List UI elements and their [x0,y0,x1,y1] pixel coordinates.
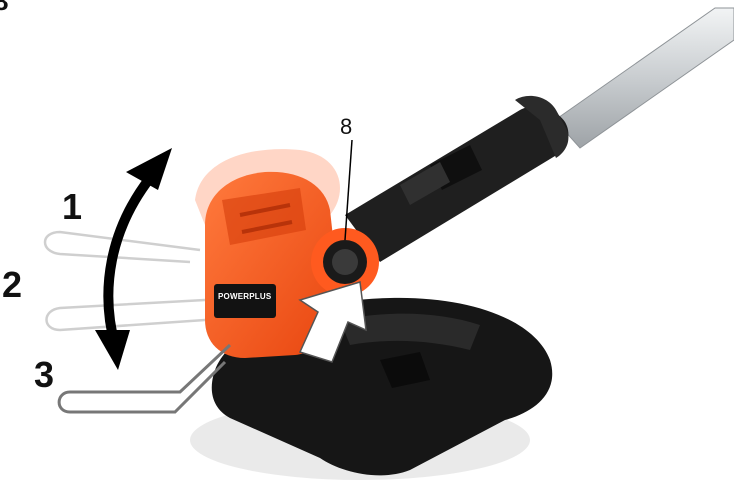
brand-badge [214,284,276,318]
corner-label: 8 [0,0,8,17]
position-label-3: 3 [34,354,54,396]
callout-leader [345,140,352,240]
position-label-2: 2 [2,264,22,306]
position-label-1: 1 [62,186,82,228]
edge-guide-ghost-2 [47,300,206,330]
shaft [555,8,734,148]
handle-grip [345,96,568,262]
brand-logo-text: POWERPLUS [218,292,271,301]
callout-label-8: 8 [340,114,352,140]
edge-guide-wire [59,345,230,412]
